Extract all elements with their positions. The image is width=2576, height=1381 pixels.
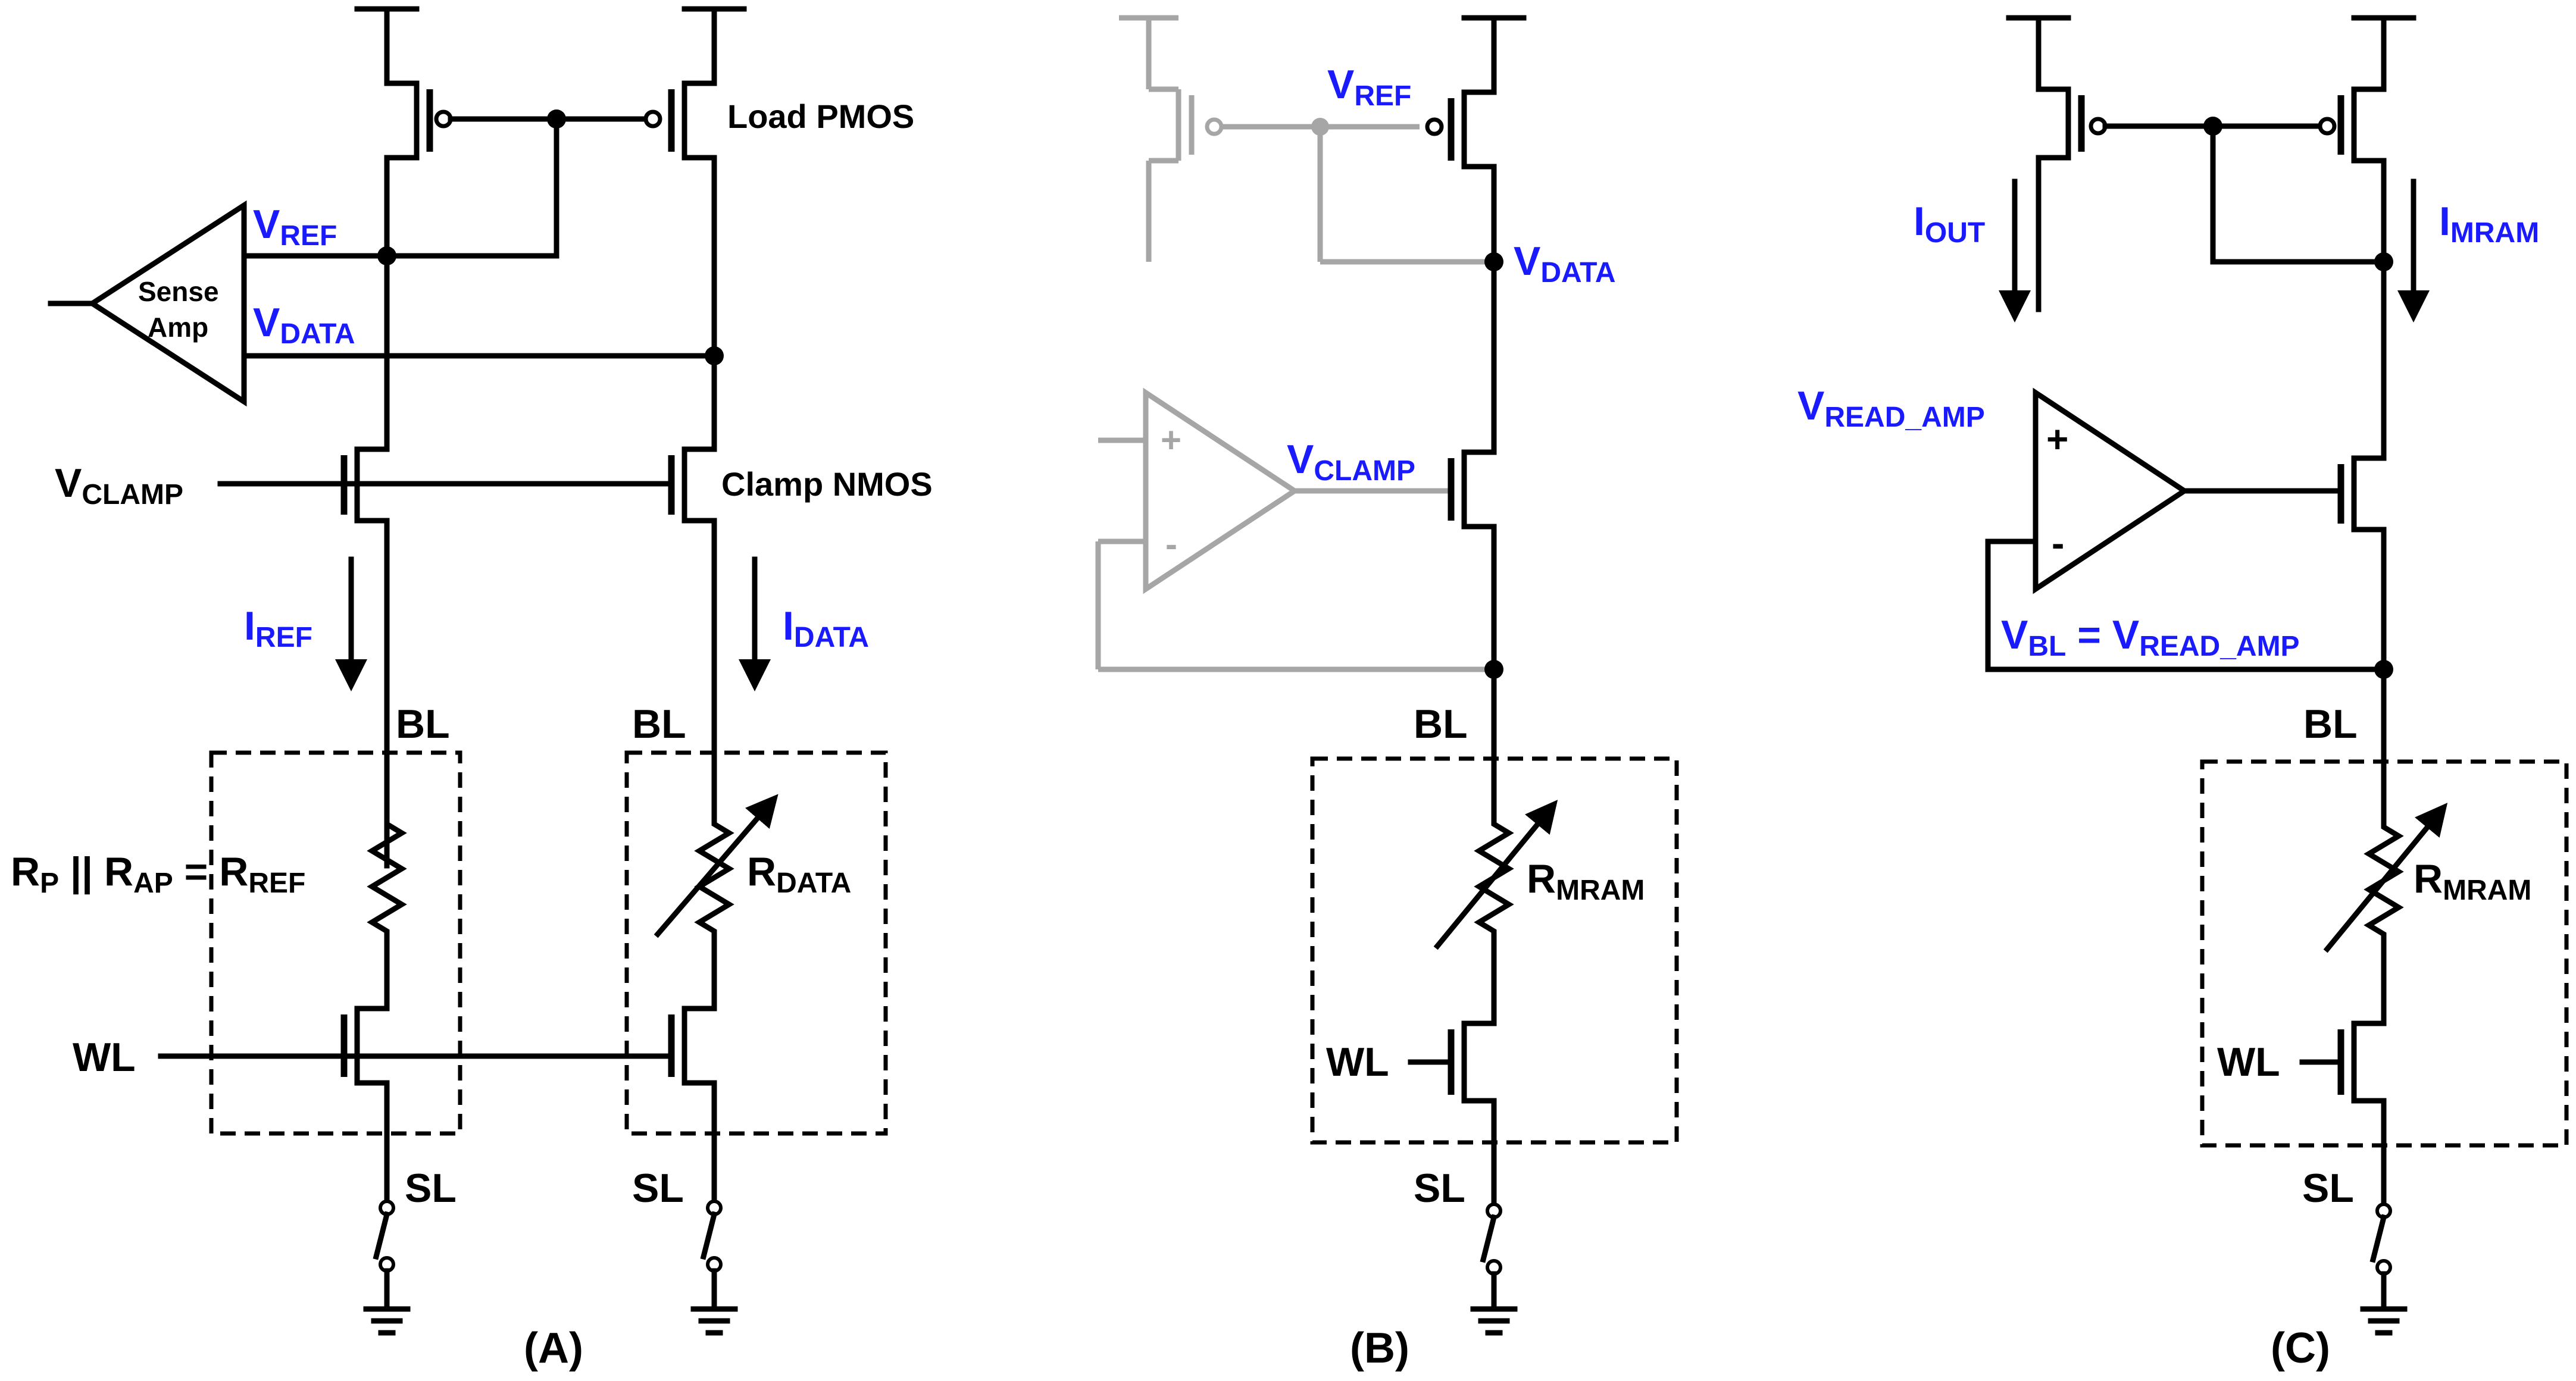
ground-icon [2360,1306,2408,1336]
load-pmos-left-dimmed [1119,15,1494,265]
panel-c: IOUT IMRAM + - VREAD_AMP VBL = VREAD_AMP… [1797,15,2569,1372]
sense-amp-label-2: Amp [148,312,208,343]
opamp-plus-b: + [1161,420,1181,460]
mirror-pmos-right-c [2318,15,2416,461]
wl-label-b: WL [1326,1039,1389,1085]
bl-label-a-right: BL [632,702,686,747]
rmram-resistor-b [1474,794,1514,1026]
rref-resistor [367,791,407,1012]
iout-label: IOUT [1914,199,1985,249]
rmram-label-b: RMRAM [1527,856,1645,906]
rdata-resistor [694,791,734,1012]
panel-b: VREF VDATA + - VCLAMP BL RMRAM WL SL [1095,15,1679,1372]
data-cell-box [624,750,888,1136]
vclamp-label-a: VCLAMP [55,461,183,511]
rmram-variable-arrow-c [2323,803,2448,953]
rdata-label: RDATA [747,849,851,899]
vread-amp-label: VREAD_AMP [1797,383,1985,433]
caption-a: (A) [524,1324,583,1372]
idata-label: IDATA [783,603,869,653]
rdata-variable-arrow [654,794,779,938]
load-pmos-left [354,6,649,452]
load-pmos-label: Load PMOS [727,98,914,135]
caption-b: (B) [1350,1324,1409,1372]
read-nmos-c [2337,455,2387,803]
load-pmos-right [643,6,747,452]
sl-switch-c [2369,1202,2392,1312]
sl-switch-left [373,1200,395,1312]
imram-label: IMRAM [2439,199,2539,249]
opamp-plus-c: + [2046,418,2068,461]
vdata-label-a: VDATA [253,300,355,350]
reference-cell-box [209,750,462,1136]
iref-label: IREF [244,603,312,653]
sl-label-b: SL [1414,1166,1465,1211]
sense-amp-label-1: Sense [138,276,219,307]
vref-label-b: VREF [1327,62,1411,112]
opamp-minus-c: - [2052,522,2064,565]
caption-c: (C) [2271,1324,2330,1372]
clamp-nmos-label: Clamp NMOS [721,465,933,503]
panel-a: Load PMOS Sense Amp VREF VDATA VCLAMP Cl… [11,6,933,1372]
sl-label-a-left: SL [405,1166,457,1211]
access-nmos-ref [340,1006,390,1202]
clamp-opamp-dimmed: + - [1095,387,1494,672]
access-nmos-data [668,1006,717,1202]
vref-label-a: VREF [253,202,337,252]
rmram-variable-arrow-b [1433,800,1558,950]
ground-icon [690,1306,738,1336]
rmram-resistor-c [2364,797,2404,1026]
sl-label-c: SL [2302,1166,2354,1211]
sense-amp: Sense Amp [48,200,724,407]
load-pmos-b [1425,15,1527,455]
sl-switch-right [700,1200,723,1312]
read-opamp-c: + - [1985,387,2387,672]
rmram-label-c: RMRAM [2414,856,2531,906]
sl-switch-b [1480,1202,1502,1312]
ground-icon [1470,1306,1518,1336]
mirror-pmos-left-c [2006,15,2387,312]
vdata-label-b: VDATA [1514,239,1616,289]
bl-label-b: BL [1414,702,1468,747]
wl-label-c: WL [2217,1039,2280,1085]
vclamp-label-b: VCLAMP [1287,437,1415,487]
bl-label-a-left: BL [396,702,450,747]
opamp-minus-b: - [1165,524,1177,564]
bl-label-c: BL [2303,702,2358,747]
rref-equation: RP || RAP = RREF [11,849,305,899]
sl-label-a-right: SL [632,1166,684,1211]
vbl-equation: VBL = VREAD_AMP [2001,612,2300,662]
ground-icon [363,1306,411,1336]
wl-label-a: WL [73,1035,136,1080]
